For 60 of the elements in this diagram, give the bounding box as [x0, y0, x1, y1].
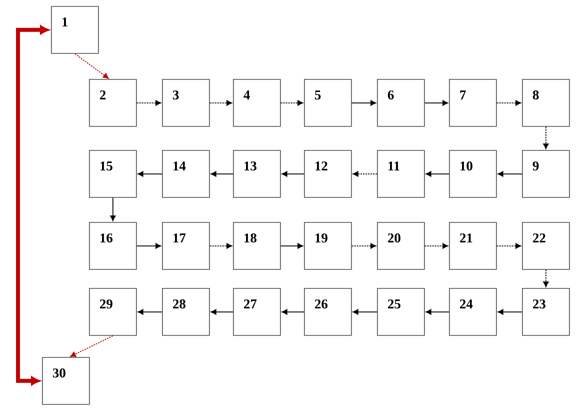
arrow	[136, 100, 162, 106]
number-box: 15	[89, 150, 137, 198]
number-box: 13	[233, 150, 281, 198]
number-box: 9	[522, 150, 570, 198]
number-box: 10	[449, 150, 497, 198]
number-box: 24	[449, 288, 497, 336]
arrow	[210, 171, 234, 177]
number-box: 27	[233, 288, 281, 336]
arrow	[352, 171, 378, 177]
arrow	[210, 309, 234, 315]
number-box: 2	[89, 79, 137, 127]
arrow	[426, 171, 450, 177]
arrow	[282, 309, 304, 315]
arrow	[543, 126, 549, 150]
number-box: 1	[51, 6, 99, 54]
arrow	[138, 309, 162, 315]
number-box: 26	[304, 288, 352, 336]
arrow	[136, 243, 162, 249]
arrow	[74, 53, 109, 79]
number-box: 6	[377, 79, 425, 127]
number-box: 21	[449, 222, 497, 270]
double-headed-arrow	[16, 26, 49, 386]
number-box: 16	[89, 222, 137, 270]
arrow	[351, 100, 376, 106]
arrow	[209, 243, 232, 249]
arrow	[351, 243, 376, 249]
arrow	[426, 309, 450, 315]
arrow	[424, 100, 448, 106]
arrow	[498, 171, 522, 177]
arrow	[209, 100, 232, 106]
arrow	[280, 100, 304, 106]
number-box: 12	[304, 150, 352, 198]
number-box: 7	[449, 79, 497, 127]
number-box: 19	[304, 222, 352, 270]
number-box: 20	[377, 222, 425, 270]
arrow	[496, 100, 522, 106]
arrow	[110, 197, 116, 222]
number-box: 18	[233, 222, 281, 270]
number-box: 25	[377, 288, 425, 336]
number-box: 17	[162, 222, 210, 270]
arrow	[424, 243, 448, 249]
arrow	[498, 309, 522, 315]
number-box: 14	[162, 150, 210, 198]
arrow	[280, 243, 304, 249]
number-box: 22	[522, 222, 570, 270]
number-box: 8	[522, 79, 570, 127]
number-box: 11	[377, 150, 425, 198]
number-box: 30	[42, 357, 90, 405]
number-box: 4	[233, 79, 281, 127]
number-box: 29	[89, 288, 137, 336]
number-box: 28	[162, 288, 210, 336]
number-box: 3	[162, 79, 210, 127]
arrow	[352, 309, 378, 315]
arrow	[543, 269, 549, 288]
arrow	[496, 243, 522, 249]
number-box: 23	[522, 288, 570, 336]
arrow	[138, 171, 162, 177]
arrow	[282, 171, 304, 177]
number-box: 5	[304, 79, 352, 127]
arrow	[70, 335, 114, 357]
